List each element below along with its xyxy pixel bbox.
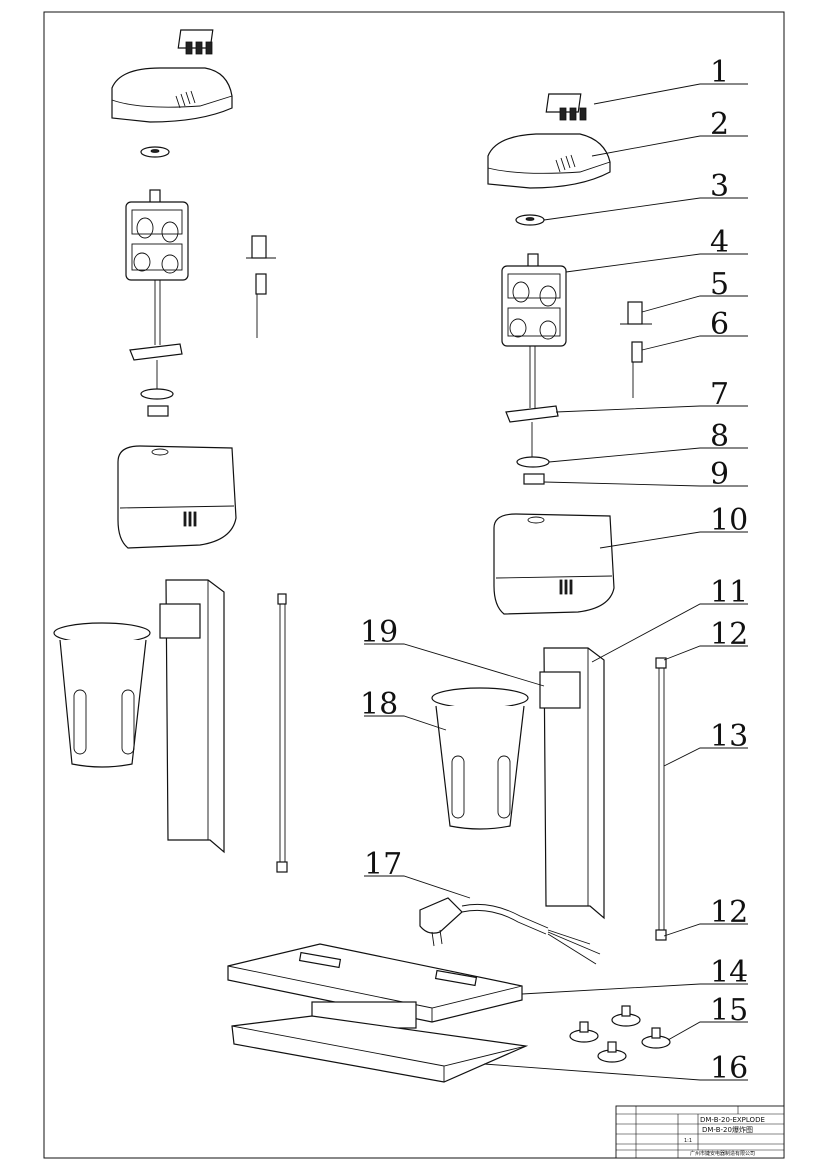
callout-18: 18 <box>360 687 398 722</box>
part-13-rod <box>655 657 667 941</box>
part-15-suction-feet <box>569 1005 671 1063</box>
callout-1: 1 <box>710 55 729 90</box>
left-motor <box>125 189 189 345</box>
drawing-name: DM-B-20爆炸图 <box>702 1125 753 1134</box>
left-top-cover <box>111 67 233 123</box>
part-14-base-plate <box>227 943 523 1029</box>
callout-5: 5 <box>710 267 729 302</box>
part-18-cup <box>431 687 529 830</box>
callout-15: 15 <box>710 993 748 1028</box>
callout-17: 17 <box>364 847 402 882</box>
callout-14: 14 <box>710 955 748 990</box>
part-10-base-body <box>493 513 615 615</box>
callout-9: 9 <box>710 457 729 492</box>
part-16-bottom-channel <box>231 1015 529 1083</box>
left-switch <box>177 29 214 55</box>
drawing-number: DM-B-20-EXPLODE <box>700 1116 765 1124</box>
part-8-disk <box>516 456 550 468</box>
part-2-top-cover <box>487 133 611 189</box>
part-4-motor <box>501 253 567 408</box>
callout-12-bottom: 12 <box>710 895 748 930</box>
part-11-stand <box>543 647 605 920</box>
callout-11: 11 <box>710 575 748 610</box>
drawing-scale: 1:1 <box>684 1138 692 1144</box>
part-9-coupler <box>523 473 545 485</box>
company-name: 广州市婕安电器制造有限公司 <box>690 1150 755 1157</box>
left-base-body <box>117 445 237 549</box>
title-block: DM-B-20-EXPLODE DM-B-20爆炸图 1:1 广州市婕安电器制造… <box>615 1105 785 1159</box>
left-stand <box>159 579 225 854</box>
part-6-cord-clamp <box>631 341 643 398</box>
callout-2: 2 <box>710 107 729 142</box>
callout-13: 13 <box>710 719 748 754</box>
callout-numbers: 1 2 3 4 5 6 7 8 9 10 11 12 13 17 19 18 1… <box>360 55 748 1086</box>
sheet-border <box>43 11 785 1159</box>
left-cup <box>53 622 151 768</box>
part-5-bracket <box>620 301 652 325</box>
callout-19: 19 <box>360 615 398 650</box>
callout-3: 3 <box>710 169 729 204</box>
left-bracket <box>246 235 276 338</box>
callout-4: 4 <box>710 225 729 260</box>
part-1-switch <box>545 93 587 121</box>
part-19-holder <box>539 671 581 709</box>
callout-10: 10 <box>710 503 748 538</box>
callout-8: 8 <box>710 419 729 454</box>
callout-7: 7 <box>710 377 729 412</box>
part-7-clip <box>505 405 559 423</box>
callout-6: 6 <box>710 307 729 342</box>
right-assembly <box>227 93 671 1083</box>
part-17-power-cord <box>419 897 601 965</box>
callout-12-top: 12 <box>710 617 748 652</box>
callout-16: 16 <box>710 1051 748 1086</box>
leader-lines <box>364 83 748 1081</box>
left-assembly <box>53 29 288 873</box>
